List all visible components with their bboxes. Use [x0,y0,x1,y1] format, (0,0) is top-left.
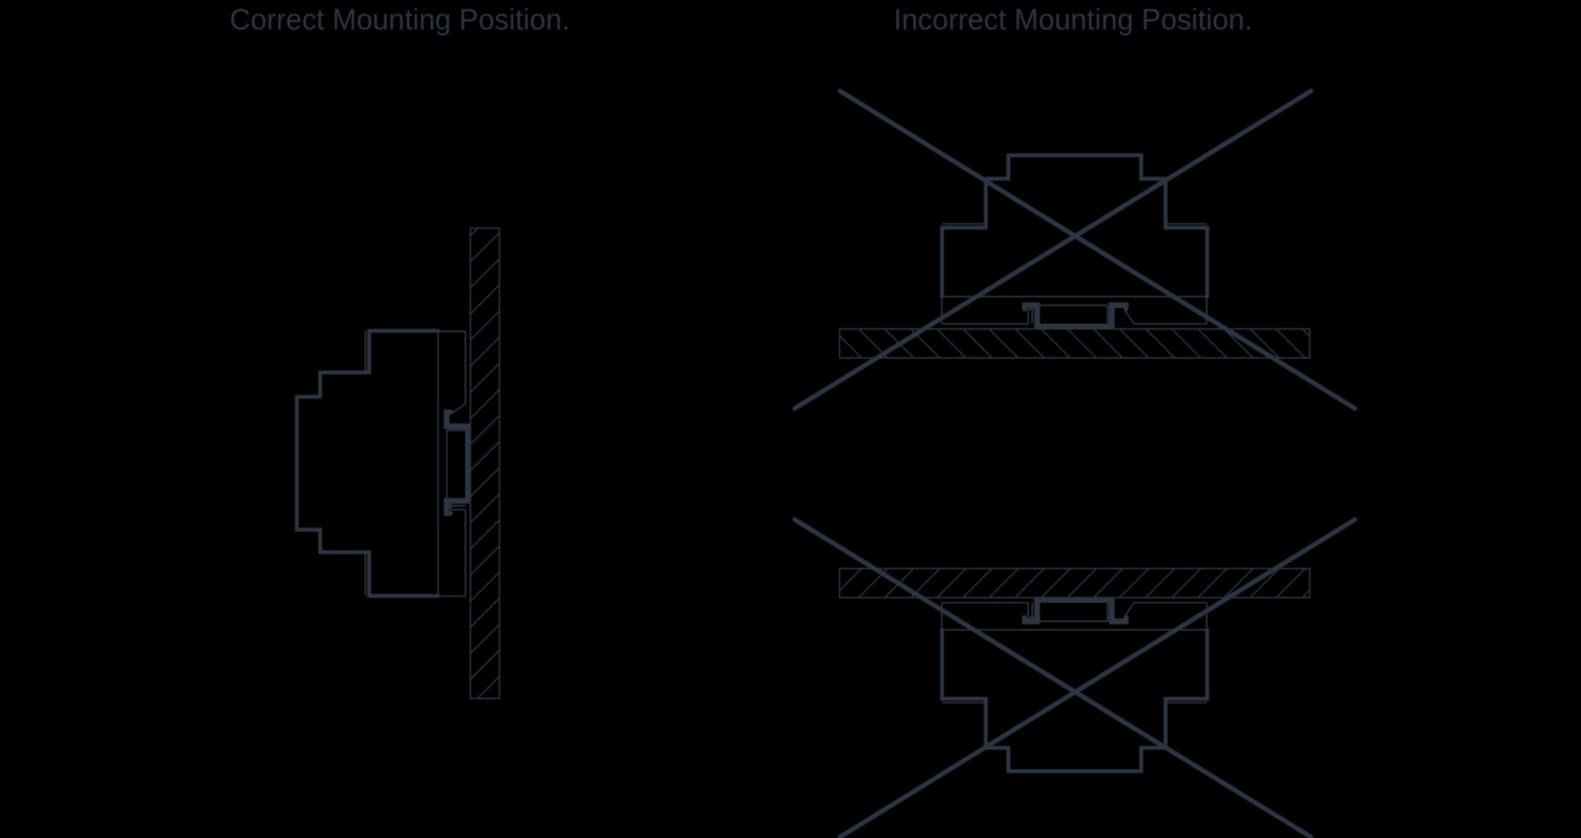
svg-text:Incorrect Mounting Position.: Incorrect Mounting Position. [894,3,1253,36]
svg-text:Correct Mounting Position.: Correct Mounting Position. [230,3,570,36]
